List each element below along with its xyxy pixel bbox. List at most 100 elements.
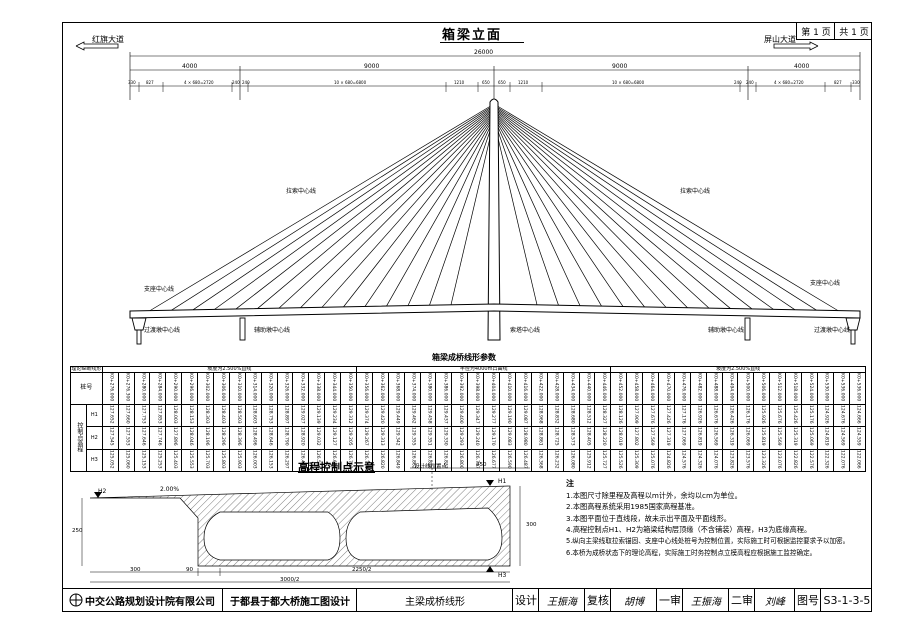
station-cell: K0+536.000 — [832, 371, 850, 405]
h3-cell: 122.076 — [832, 448, 850, 473]
h2-cell: 128.861 — [530, 426, 548, 450]
h3-cell: 126.800 — [451, 448, 469, 473]
h1-cell: 128.680 — [562, 403, 580, 428]
detail-dim-10: 1210 — [518, 80, 529, 85]
h1-cell: 126.176 — [737, 403, 755, 428]
h1-cell: 129.139 — [308, 403, 326, 428]
h2-cell: 124.559 — [848, 426, 867, 450]
h2-cell: 128.790 — [276, 426, 294, 450]
h1-cell: 127.853 — [149, 403, 167, 428]
h2-cell: 125.319 — [785, 426, 802, 450]
stay-cable — [493, 107, 774, 310]
design-signature: 王振海 — [538, 588, 585, 612]
station-cell: K0+512.000 — [769, 371, 787, 405]
stay-cable — [493, 114, 645, 308]
h2-cell: 129.293 — [451, 426, 469, 450]
dim-height-left: 250 — [72, 528, 83, 534]
stay-cable — [343, 114, 495, 308]
dim-bottom-a: 300 — [130, 567, 141, 573]
station-cell: K0+380.000 — [419, 371, 437, 405]
h1-cell: 129.449 — [387, 403, 405, 428]
dim-bottom-c: 2250/2 — [352, 567, 372, 573]
tower-label: 索塔中心线 — [510, 327, 541, 334]
note-6: 6.本桥为成桥状态下的理论高程，实际施工时务控制点立模高程应根据施工监控确定。 — [566, 548, 817, 557]
h1-cell: 126.926 — [689, 403, 707, 428]
h1-cell: 127.426 — [657, 403, 675, 428]
h1-cell: 128.603 — [244, 403, 262, 428]
check1-signature: 王振海 — [682, 588, 729, 612]
detail-dim-8: 650 — [482, 80, 490, 85]
h2-cell: 129.170 — [483, 426, 501, 450]
h1-cell: 128.327 — [594, 403, 612, 428]
notes-block: 注 1.本图尺寸除里程及高程以m计外，余均以cm为单位。 2.本图高程系统采用1… — [566, 478, 866, 559]
row-label-h2: H2 — [85, 426, 103, 450]
station-cell: K0+416.000 — [514, 371, 532, 405]
station-cell: K0+344.000 — [324, 371, 342, 405]
span-dim-2: 9000 — [364, 63, 380, 70]
span-dim-1: 4000 — [182, 63, 198, 70]
h2-cell: 128.725 — [546, 426, 564, 450]
h2-cell: 128.019 — [610, 426, 628, 450]
table-header-label: 理论纵断线形 — [70, 366, 103, 373]
station-cell: K0+284.000 — [149, 371, 167, 405]
note-2: 2.本图高程系统采用1985国家高程基准。 — [566, 502, 699, 512]
drawing-frame — [62, 22, 872, 612]
h2-cell: 128.405 — [578, 426, 596, 450]
station-cell: K0+302.000 — [197, 371, 215, 405]
profile-table: 理论纵断线形 坡度为2.500%直线 半径为4000m凸曲线 坡度为2.500%… — [70, 366, 867, 473]
stay-cable — [278, 110, 495, 309]
stay-cable — [493, 104, 817, 311]
stay-cable — [493, 103, 839, 311]
h2-cell: 129.313 — [371, 426, 389, 450]
check2-signature: 刘峰 — [754, 588, 795, 612]
h2-cell: 129.032 — [308, 426, 326, 450]
detail-dim-4: 240 — [232, 80, 240, 85]
stay-cable — [493, 109, 731, 309]
h2-cell: 125.569 — [769, 426, 787, 450]
h1-cell: 126.676 — [705, 403, 723, 428]
h2-cell: 127.545 — [101, 426, 119, 450]
h2-cell: 126.569 — [705, 426, 723, 450]
h2-cell: 125.819 — [753, 426, 771, 450]
station-cell: K0+276.300 — [117, 371, 135, 405]
right-arrow-icon — [773, 41, 819, 51]
h1-cell: 128.003 — [165, 403, 183, 428]
h2-cell: 127.896 — [165, 426, 183, 450]
station-cell: K0+458.000 — [626, 371, 644, 405]
h1-cell: 129.277 — [483, 403, 501, 428]
h1-cell: 127.909 — [626, 403, 644, 428]
detail-dim-13: 240 — [746, 80, 754, 85]
station-header: 桩号 — [70, 371, 103, 405]
station-cell: K0+428.000 — [546, 371, 564, 405]
stay-cable — [171, 104, 495, 311]
h3-cell: 122.326 — [816, 448, 834, 473]
detail-dim-14: 4 × 680=2720 — [774, 80, 804, 85]
station-cell: K0+280.000 — [133, 371, 151, 405]
elevation-title: 箱梁立面 — [442, 28, 503, 43]
h3-cell: 125.703 — [197, 448, 215, 473]
stay-cable — [493, 112, 688, 308]
h2-cell: 128.573 — [562, 426, 580, 450]
h1-cell: 129.190 — [499, 403, 516, 428]
h1-cell: 128.126 — [610, 403, 628, 428]
station-cell: K0+368.000 — [387, 371, 405, 405]
table-title: 箱梁成桥线形参数 — [432, 353, 496, 362]
h1-cell: 129.087 — [514, 403, 532, 428]
stay-cable — [257, 109, 495, 309]
station-cell: K0+310.000 — [228, 371, 246, 405]
h2-cell: 128.296 — [213, 426, 230, 450]
h2-cell: 127.319 — [657, 426, 675, 450]
overall-dimension — [129, 52, 861, 100]
company-name: 中交公路规划设计院有限公司 — [85, 596, 215, 608]
note-1: 1.本图尺寸除里程及高程以m计外，余均以cm为单位。 — [566, 490, 742, 500]
h1-cell: 125.176 — [800, 403, 818, 428]
dim-top: 250 — [476, 462, 487, 468]
station-cell: K0+398.000 — [467, 371, 485, 405]
h3-cell: 125.526 — [610, 448, 628, 473]
row-label-h1: H1 — [85, 403, 103, 428]
section-dimensions — [81, 460, 530, 583]
